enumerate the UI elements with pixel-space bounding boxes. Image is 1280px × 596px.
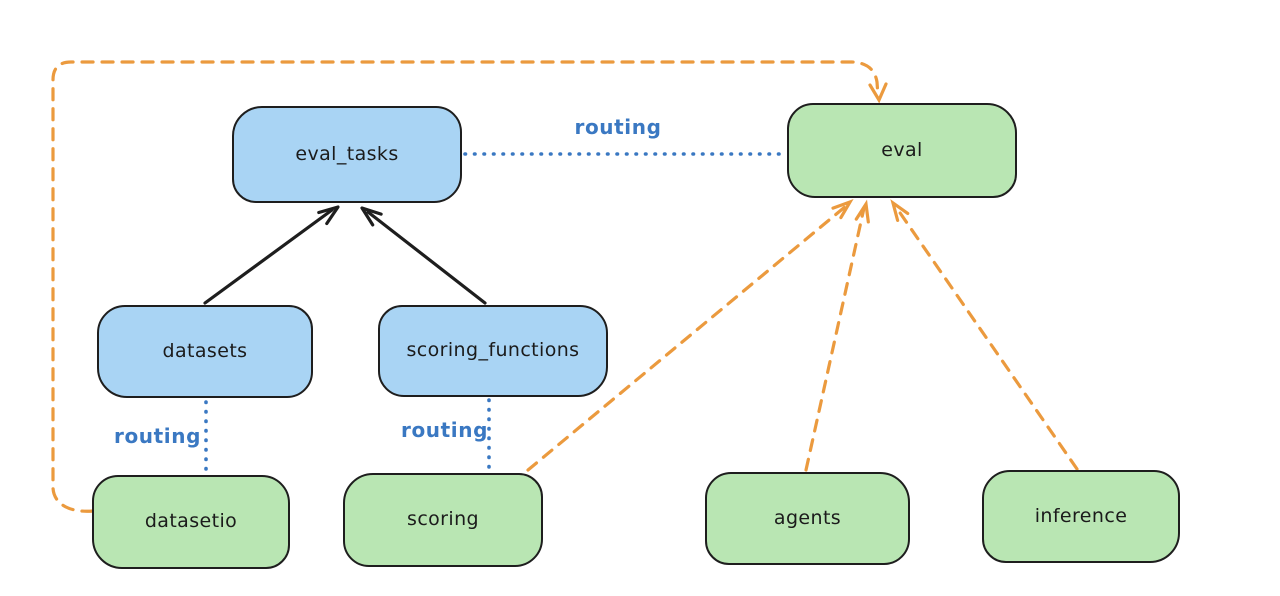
edge-agents-to-eval <box>804 199 870 472</box>
edge-scoring-to-eval <box>526 199 854 472</box>
node-datasets: datasets <box>97 305 313 398</box>
node-scoring-functions: scoring_functions <box>378 305 608 397</box>
node-scoring: scoring <box>343 473 543 567</box>
node-agents-label: agents <box>773 506 842 529</box>
edge-datasetio-to-eval <box>51 60 888 513</box>
node-eval: eval <box>787 103 1017 198</box>
routing-label-eval-tasks-eval: routing <box>574 115 662 139</box>
node-datasets-label: datasets <box>162 339 248 362</box>
edge-datasets-to-eval-tasks <box>203 205 340 305</box>
node-eval-tasks-label: eval_tasks <box>295 142 399 165</box>
routing-label-scoring-functions-scoring: routing <box>401 418 489 442</box>
node-datasetio-label: datasetio <box>144 510 238 532</box>
node-eval-tasks: eval_tasks <box>232 106 462 203</box>
node-inference-label: inference <box>1034 504 1128 527</box>
node-inference: inference <box>982 470 1180 563</box>
node-scoring-functions-label: scoring_functions <box>406 339 580 361</box>
edge-scoring-functions-to-eval-tasks <box>360 206 487 305</box>
node-agents: agents <box>705 472 910 565</box>
node-scoring-label: scoring <box>407 508 479 530</box>
routing-label-datasets-datasetio: routing <box>114 424 202 448</box>
node-eval-label: eval <box>881 138 923 161</box>
edge-inference-to-eval <box>890 199 1079 471</box>
node-datasetio: datasetio <box>92 475 290 569</box>
